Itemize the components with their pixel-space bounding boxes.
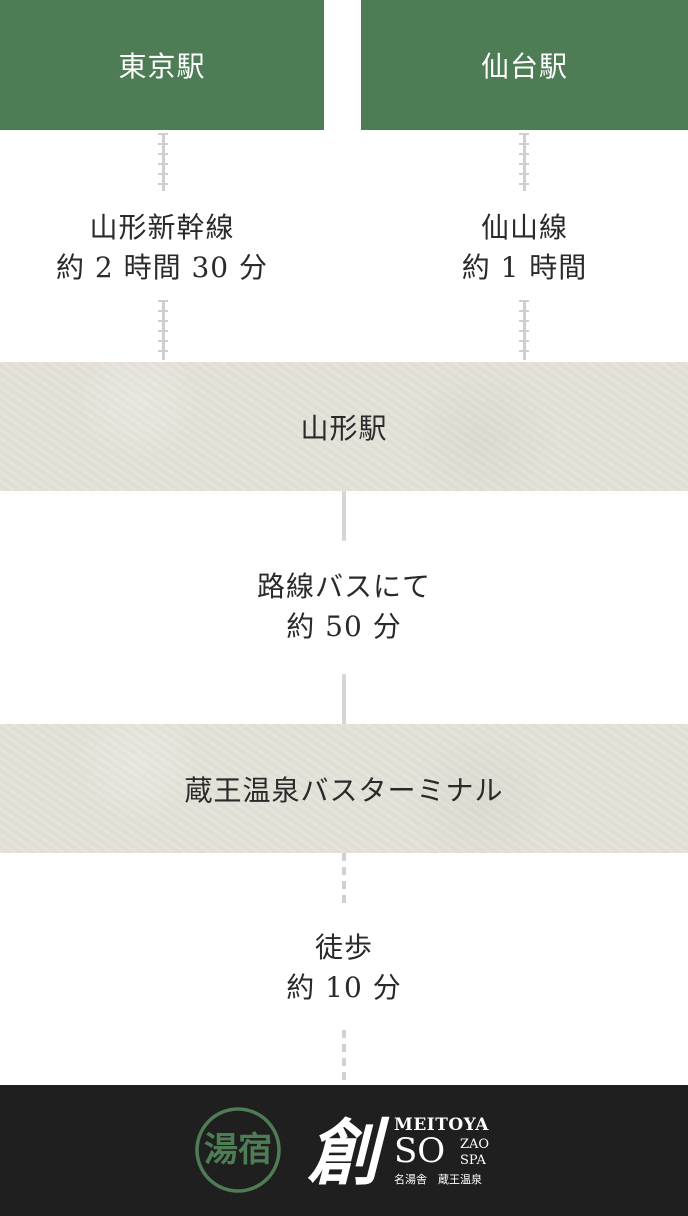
logo-kanji: 創 — [296, 1113, 391, 1193]
route-right: 仙山線 約 1 時間 — [361, 208, 688, 288]
connector-walk-bottom — [342, 1030, 346, 1085]
connector-bus-top — [342, 491, 346, 541]
connector-bus-bottom — [342, 674, 346, 724]
connector-left-bottom — [158, 300, 168, 360]
logo-kanji-text: 創 — [307, 1110, 380, 1195]
connector-right-bottom — [519, 300, 529, 360]
brand-wordmark: MEITOYA SO ZAO SPA 名湯舎 蔵王温泉 — [394, 1115, 498, 1191]
brand-so: SO — [394, 1131, 446, 1171]
brand-spa: SPA — [460, 1153, 486, 1168]
station-bus-terminal-label: 蔵王温泉バスターミナル — [184, 773, 504, 807]
footer: 湯宿 創 MEITOYA SO ZAO SPA 名湯舎 蔵王温泉 — [0, 1085, 688, 1216]
brand-zao: ZAO — [460, 1137, 490, 1152]
connector-left-top — [158, 133, 168, 191]
route-left-duration: 約 2 時間 30 分 — [55, 251, 269, 284]
route-walk-line: 徒歩 — [314, 931, 373, 964]
seal-text: 湯宿 — [204, 1130, 272, 1170]
station-yamagata: 山形駅 — [0, 362, 688, 491]
route-bus-line: 路線バスにて — [256, 570, 431, 603]
route-right-duration: 約 1 時間 — [461, 251, 588, 284]
station-tokyo-label: 東京駅 — [118, 50, 206, 83]
station-yamagata-label: 山形駅 — [300, 411, 388, 445]
route-left: 山形新幹線 約 2 時間 30 分 — [0, 208, 324, 288]
station-sendai: 仙台駅 — [361, 0, 688, 130]
route-walk: 徒歩 約 10 分 — [0, 928, 688, 1008]
route-left-line: 山形新幹線 — [89, 211, 235, 244]
route-bus: 路線バスにて 約 50 分 — [0, 567, 688, 647]
seal-logo-icon: 湯宿 — [195, 1107, 281, 1193]
station-tokyo: 東京駅 — [0, 0, 324, 130]
route-walk-duration: 約 10 分 — [286, 971, 402, 1004]
station-bus-terminal: 蔵王温泉バスターミナル — [0, 724, 688, 853]
connector-right-top — [519, 133, 529, 191]
station-sendai-label: 仙台駅 — [480, 50, 568, 83]
brand-meitoya: MEITOYA — [394, 1115, 489, 1135]
route-right-line: 仙山線 — [480, 211, 568, 244]
brand-jp: 名湯舎 蔵王温泉 — [394, 1173, 482, 1186]
route-bus-duration: 約 50 分 — [286, 610, 402, 643]
connector-walk-top — [342, 853, 346, 909]
